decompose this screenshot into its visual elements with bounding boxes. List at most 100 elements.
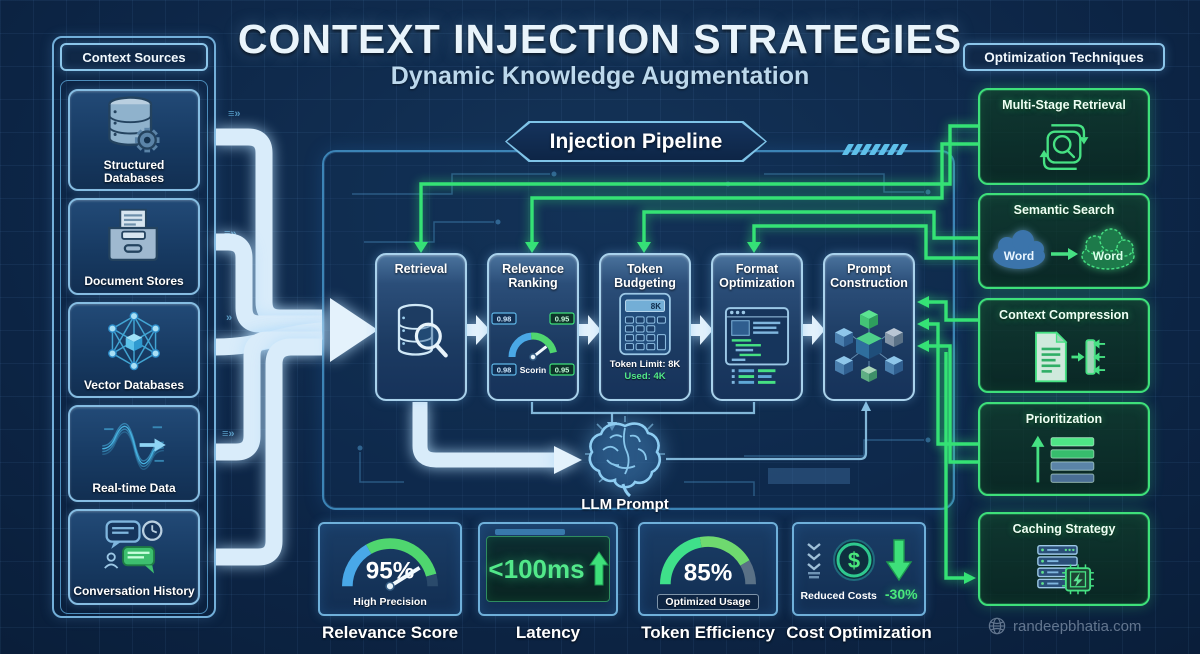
injection-pipeline-badge: Injection Pipeline	[505, 121, 767, 162]
stage-format-optimization: Format Optimization	[711, 253, 803, 401]
metric-box: <100ms	[478, 522, 618, 616]
metric-value: 95%	[366, 557, 415, 584]
metric-value: -30%	[884, 585, 918, 602]
latency-display: <100ms	[486, 529, 610, 602]
database-gear-icon	[70, 91, 198, 159]
database-search-icon	[377, 276, 465, 399]
waveform-icon	[70, 407, 198, 482]
server-chip-icon	[980, 536, 1148, 604]
efficiency-gauge-icon: 85%	[660, 536, 756, 586]
stage-token-budgeting: Token Budgeting 8K Token Limit: 8K Used:…	[599, 253, 691, 401]
opt-title: Prioritization	[1025, 412, 1103, 426]
metric-box: 95% High Precision	[318, 522, 462, 616]
stage-relevance-ranking: Relevance Ranking 0.98 0.95 0.98 0.95 Sc…	[487, 253, 579, 401]
source-card-conversation-history: Conversation History	[68, 508, 200, 605]
word-right: Word	[1093, 249, 1123, 263]
source-label: Vector Databases	[83, 377, 185, 392]
optimization-header-label: Optimization Techniques	[984, 49, 1144, 65]
globe-icon	[988, 617, 1006, 635]
injection-pipeline-label: Injection Pipeline	[549, 129, 723, 153]
opt-box-semantic-search: Semantic Search Word Word	[978, 193, 1150, 289]
metric-value: <100ms	[488, 553, 585, 584]
source-card-structured-databases: Structured Databases	[68, 89, 200, 192]
arrow-up-icon	[588, 551, 609, 586]
loop-search-icon	[980, 112, 1148, 183]
source-card-vector-databases: Vector Databases	[68, 301, 200, 399]
metric-caption: High Precision	[353, 596, 427, 608]
watermark-text: randeepbhatia.com	[1013, 617, 1142, 635]
watermark: randeepbhatia.com	[988, 617, 1141, 635]
metric-label: Latency	[515, 623, 581, 642]
source-card-realtime-data: Real-time Data	[68, 405, 200, 502]
source-label: Real-time Data	[92, 480, 176, 495]
gauge-caption: Scorin	[520, 365, 546, 375]
badge-value: 0.95	[555, 365, 570, 374]
token-limit-line: Token Limit: 8K	[609, 359, 681, 370]
source-label: Conversation History	[73, 584, 195, 599]
calculator-icon: 8K	[601, 292, 689, 356]
metric-cost-optimization: $ Reduced Costs -30% Cost Optimization	[786, 522, 932, 643]
badge-value: 0.98	[497, 365, 512, 374]
dollar-circle-icon: $	[833, 538, 875, 581]
opt-title: Context Compression	[999, 308, 1129, 322]
stage-title: Retrieval	[394, 262, 448, 276]
page-title: CONTEXT INJECTION STRATEGIES	[237, 16, 963, 62]
document-inbox-icon	[70, 200, 198, 275]
metric-value: 85%	[684, 559, 733, 586]
priority-bars-icon	[980, 426, 1148, 494]
metric-box: 85% Optimized Usage	[638, 522, 778, 616]
opt-title: Multi-Stage Retrieval	[1002, 98, 1126, 112]
metric-label: Token Efficiency	[641, 623, 775, 642]
context-sources-header-label: Context Sources	[82, 49, 186, 65]
context-sources-list: Structured Databases Document Stores	[60, 80, 208, 614]
metric-label: Relevance Score	[321, 623, 459, 642]
badge-value: 0.95	[555, 314, 570, 323]
opt-box-context-compression: Context Compression	[978, 298, 1150, 393]
chat-history-icon	[70, 511, 198, 586]
cubes-icon	[825, 290, 913, 399]
context-sources-panel	[52, 36, 216, 618]
tick-decoration: ≡»	[226, 548, 239, 560]
metric-caption: Optimized Usage	[657, 594, 759, 610]
token-used-line: Used: 4K	[624, 370, 666, 382]
source-card-document-stores: Document Stores	[68, 198, 200, 295]
opt-title: Semantic Search	[1013, 203, 1115, 217]
metric-label: Cost Optimization	[786, 623, 932, 642]
source-label: Document Stores	[84, 274, 184, 289]
opt-box-prioritization: Prioritization	[978, 402, 1150, 496]
llm-prompt-label: LLM Prompt	[581, 496, 669, 513]
document-compress-icon	[980, 322, 1148, 391]
metric-box: $ Reduced Costs -30%	[792, 522, 926, 616]
badge-value: 0.98	[497, 314, 512, 323]
optimization-header: Optimization Techniques	[963, 43, 1165, 71]
stage-retrieval: Retrieval	[375, 253, 467, 401]
stage-prompt-construction: Prompt Construction	[823, 253, 915, 401]
stage-title: Relevance Ranking	[502, 262, 564, 290]
arrow-down-icon	[885, 538, 913, 581]
word-clouds-icon: Word Word	[980, 217, 1148, 287]
tick-decoration: ≡»	[222, 428, 235, 440]
metric-relevance-score: 95% High Precision Relevance Score	[318, 522, 462, 643]
llm-brain	[583, 416, 667, 498]
page-subtitle: Dynamic Knowledge Augmentation	[390, 62, 810, 90]
brain-icon	[585, 416, 665, 498]
vector-network-icon	[70, 304, 198, 379]
context-sources-header: Context Sources	[60, 43, 208, 71]
stage-title: Token Budgeting	[614, 262, 676, 290]
calc-display: 8K	[651, 302, 661, 311]
relevance-gauge-icon: 95%	[342, 538, 439, 591]
tick-decoration: ≡»	[224, 228, 237, 240]
tick-decoration: »	[226, 312, 233, 324]
word-left: Word	[1004, 249, 1034, 263]
opt-box-multi-stage-retrieval: Multi-Stage Retrieval	[978, 88, 1150, 185]
opt-box-caching-strategy: Caching Strategy	[978, 512, 1150, 606]
metric-token-efficiency: 85% Optimized Usage Token Efficiency	[638, 522, 778, 643]
tick-decoration: ≡»	[228, 108, 241, 120]
code-window-icon	[713, 290, 801, 399]
gauge-icon: 0.98 0.95 0.98 0.95 Scorin	[489, 290, 577, 399]
stage-title: Prompt Construction	[830, 262, 908, 290]
chevrons-down-icon	[807, 542, 821, 578]
hazard-stripes	[841, 144, 909, 155]
stage-title: Format Optimization	[719, 262, 795, 290]
